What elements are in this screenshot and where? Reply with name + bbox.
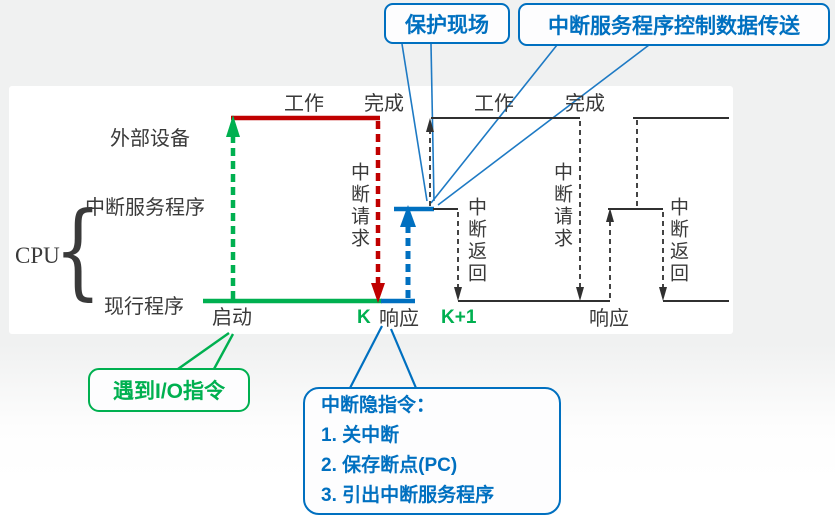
interrupt-return-arrowhead-2 [659, 287, 667, 301]
interrupt-request-arrowhead-red [371, 283, 385, 303]
io-callout-pointer-line [212, 333, 235, 370]
implicit-item-3: 3. 引出中断服务程序 [321, 485, 495, 506]
label-done-2: 完成 [565, 93, 605, 115]
protect-context-pointer-line [401, 43, 428, 202]
callout-protect-context: 保护现场 [384, 3, 510, 44]
callout-isr-data-transfer-label: 中断服务程序控制数据传送 [548, 14, 800, 38]
callout-protect-context-label: 保护现场 [405, 13, 489, 37]
start-device-arrowhead [226, 115, 240, 137]
label-interrupt-return-2: 中断返回 [667, 197, 688, 285]
label-interrupt-request-2: 中断请求 [551, 162, 572, 250]
io-callout-pointer-line [177, 332, 230, 370]
row-label-interrupt-service: 中断服务程序 [85, 197, 205, 219]
label-interrupt-request-1: 中断请求 [348, 162, 369, 250]
label-interrupt-return-1: 中断返回 [465, 197, 486, 285]
row-label-cpu: CPU [15, 243, 60, 268]
row-label-external-device: 外部设备 [110, 128, 190, 150]
label-respond-1: 响应 [379, 308, 419, 330]
cpu-brace: { [54, 189, 102, 311]
label-respond-2: 响应 [589, 308, 629, 330]
implicit-title: 中断隐指令： [321, 395, 436, 416]
protect-context-pointer-line [430, 43, 435, 202]
row-label-current-program: 现行程序 [104, 296, 184, 318]
label-k-plus-1: K+1 [441, 307, 477, 328]
label-start: 启动 [212, 307, 252, 329]
callout-implicit-instructions: 中断隐指令： 1. 关中断 2. 保存断点(PC) 3. 引出中断服务程序 [303, 387, 561, 515]
interrupt-return-arrowhead-1 [454, 287, 462, 301]
data-transfer-pointer-line [430, 44, 558, 204]
callout-io-instruction: 遇到I/O指令 [88, 368, 250, 412]
interrupt-respond-arrowhead-blue [400, 205, 416, 227]
implicit-item-2: 2. 保存断点(PC) [321, 455, 458, 476]
callout-isr-data-transfer: 中断服务程序控制数据传送 [518, 3, 830, 46]
implicit-callout-pointer-line [349, 325, 383, 389]
callout-io-instruction-label: 遇到I/O指令 [112, 380, 225, 403]
interrupt-request-arrowhead-2 [576, 287, 584, 301]
implicit-callout-pointer-line [389, 328, 418, 389]
restart-device-arrowhead [426, 118, 434, 132]
label-work-1: 工作 [284, 93, 324, 115]
label-k: K [357, 307, 371, 328]
data-transfer-pointer-line [437, 44, 650, 206]
label-done-1: 完成 [364, 93, 404, 115]
respond-arrowhead-2 [606, 208, 614, 222]
label-work-2: 工作 [474, 93, 514, 115]
implicit-item-1: 1. 关中断 [321, 425, 400, 446]
